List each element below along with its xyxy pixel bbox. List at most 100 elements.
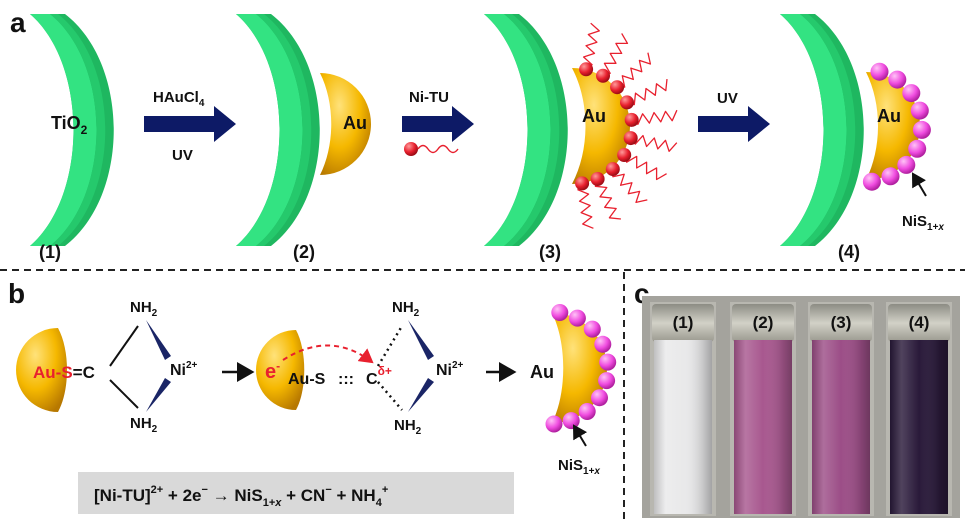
stage-4: Au NiS1+x (4) bbox=[780, 14, 944, 262]
reagent-nitu-label: Ni-TU bbox=[409, 89, 449, 106]
equation-box bbox=[78, 472, 514, 514]
nis-sphere bbox=[578, 403, 596, 420]
vial-label: (1) bbox=[673, 313, 694, 332]
step-label-4: (4) bbox=[838, 242, 860, 262]
au-nanoparticle bbox=[320, 73, 371, 175]
reagent-hauc14-label: HAuCl4 bbox=[153, 89, 205, 109]
panel-a: a TiO2 (1) HAuCl4 UV Au (2) Ni-TU bbox=[10, 7, 944, 262]
ni2-label-right: Ni2+ bbox=[436, 360, 464, 379]
stage-3: Au (3) bbox=[484, 14, 678, 262]
ni-tu-tail bbox=[594, 178, 621, 220]
ni-tu-molecule-icon bbox=[623, 131, 638, 146]
breaking-bond-top bbox=[376, 325, 404, 367]
ni-tu-shell bbox=[575, 22, 678, 229]
nis-sphere bbox=[591, 389, 608, 407]
stage-2: Au (2) bbox=[236, 14, 371, 262]
panel-c: c (1)(2)(3)(4) bbox=[634, 278, 960, 518]
nis-pointer-arrow bbox=[911, 172, 927, 197]
arrow-step-3: UV bbox=[698, 90, 770, 142]
electron-transfer-arrow bbox=[282, 344, 374, 364]
tio2-label: TiO2 bbox=[51, 113, 88, 137]
ni-tu-molecule-icon bbox=[617, 148, 632, 162]
reaction-equation: [Ni-TU]2+ + 2e− → NiS1+x + CN− + NH4+ bbox=[94, 484, 388, 509]
au-label: Au bbox=[877, 106, 901, 126]
vial-cap bbox=[888, 304, 950, 342]
ni-tu-molecule-icon bbox=[575, 176, 590, 191]
vial-cap bbox=[810, 304, 872, 342]
nis-sphere bbox=[910, 101, 929, 120]
breaking-bond-bottom bbox=[377, 381, 403, 411]
reagent-uv-label-2: UV bbox=[717, 90, 738, 107]
au-label: Au bbox=[343, 113, 367, 133]
au-label: Au bbox=[582, 106, 606, 126]
au-s-label-middle: Au-S bbox=[288, 371, 326, 388]
nis-sphere bbox=[545, 415, 563, 433]
nh2-label-top-2: NH2 bbox=[392, 299, 420, 319]
vial-cap bbox=[732, 304, 794, 342]
c-delta-label: Cδ+ bbox=[366, 364, 392, 388]
nis-sphere bbox=[568, 309, 586, 327]
nis-sphere bbox=[908, 139, 927, 158]
nis-shell bbox=[862, 62, 931, 191]
nis-sphere bbox=[551, 304, 569, 321]
nis-label: NiS1+x bbox=[902, 213, 944, 233]
ni-tu-molecule-icon bbox=[605, 162, 620, 177]
ni-tu-tail bbox=[630, 134, 678, 152]
ni-tu-tail bbox=[577, 183, 594, 229]
ni2-label-left: Ni2+ bbox=[170, 360, 198, 379]
ni-tu-tail bbox=[623, 154, 667, 181]
panel-a-letter: a bbox=[10, 7, 26, 38]
nis-sphere bbox=[562, 412, 580, 430]
nis-sphere bbox=[598, 372, 616, 390]
au-nanoparticle bbox=[572, 68, 630, 184]
vial-glass-highlight bbox=[812, 340, 870, 514]
nis-sphere bbox=[583, 320, 601, 338]
nis-sphere bbox=[912, 120, 931, 139]
vial-glass-highlight bbox=[890, 340, 948, 514]
nis-pointer-arrow-b bbox=[572, 424, 588, 447]
bond-c-n-top bbox=[109, 325, 139, 367]
ni-tu-tail bbox=[582, 22, 600, 70]
ni-tu-tail bbox=[617, 52, 652, 88]
nis-sphere bbox=[897, 155, 916, 174]
stage-1: TiO2 (1) bbox=[30, 14, 114, 262]
ni-tu-molecule-icon bbox=[610, 80, 625, 95]
reagent-uv-label-1: UV bbox=[172, 147, 193, 164]
nis-sphere bbox=[888, 70, 907, 89]
ni-tu-tail bbox=[626, 79, 668, 106]
au-label-b: Au bbox=[530, 362, 554, 382]
ni-tu-tail bbox=[417, 144, 459, 154]
vial-label: (3) bbox=[831, 313, 852, 332]
bond-c-n-bottom bbox=[109, 379, 139, 409]
partial-bond-dots: ::: bbox=[338, 371, 354, 388]
dashed-wedge-top-2 bbox=[408, 320, 434, 360]
nis-sphere bbox=[902, 84, 921, 103]
tio2-support bbox=[484, 14, 568, 246]
nis-sphere bbox=[599, 353, 617, 371]
tio2-support bbox=[780, 14, 864, 246]
nh2-label-bottom-2: NH2 bbox=[394, 417, 422, 437]
arrow-step-2: Ni-TU bbox=[402, 89, 474, 156]
nh2-label-bottom: NH2 bbox=[130, 415, 158, 435]
au-s-label: Au-S=C bbox=[33, 363, 95, 382]
ni-tu-molecule-icon bbox=[624, 112, 639, 127]
au-half-sphere-middle bbox=[256, 330, 305, 410]
vial-glass-highlight bbox=[654, 340, 712, 514]
ni-tu-molecule-icon bbox=[596, 68, 610, 83]
dashed-wedge-top bbox=[146, 320, 171, 360]
panel-b-letter: b bbox=[8, 278, 25, 309]
nis-sphere bbox=[881, 167, 900, 186]
nis-label-b: NiS1+x bbox=[558, 457, 600, 477]
dashed-wedge-bottom-2 bbox=[408, 378, 434, 412]
vial-label: (2) bbox=[753, 313, 774, 332]
step-label-2: (2) bbox=[293, 242, 315, 262]
dashed-wedge-bottom bbox=[146, 378, 171, 412]
ni-tu-molecule-icon bbox=[404, 142, 418, 156]
ni-tu-tail bbox=[631, 109, 678, 125]
ni-tu-tail bbox=[602, 33, 629, 77]
electron-label: e- bbox=[265, 359, 280, 383]
vial-cap bbox=[652, 304, 714, 342]
panel-b: b Au-S=C NH2 NH2 Ni2+ e- Au-S ::: Cδ+ NH… bbox=[8, 278, 617, 514]
arrow-step-1: HAuCl4 UV bbox=[144, 89, 236, 164]
